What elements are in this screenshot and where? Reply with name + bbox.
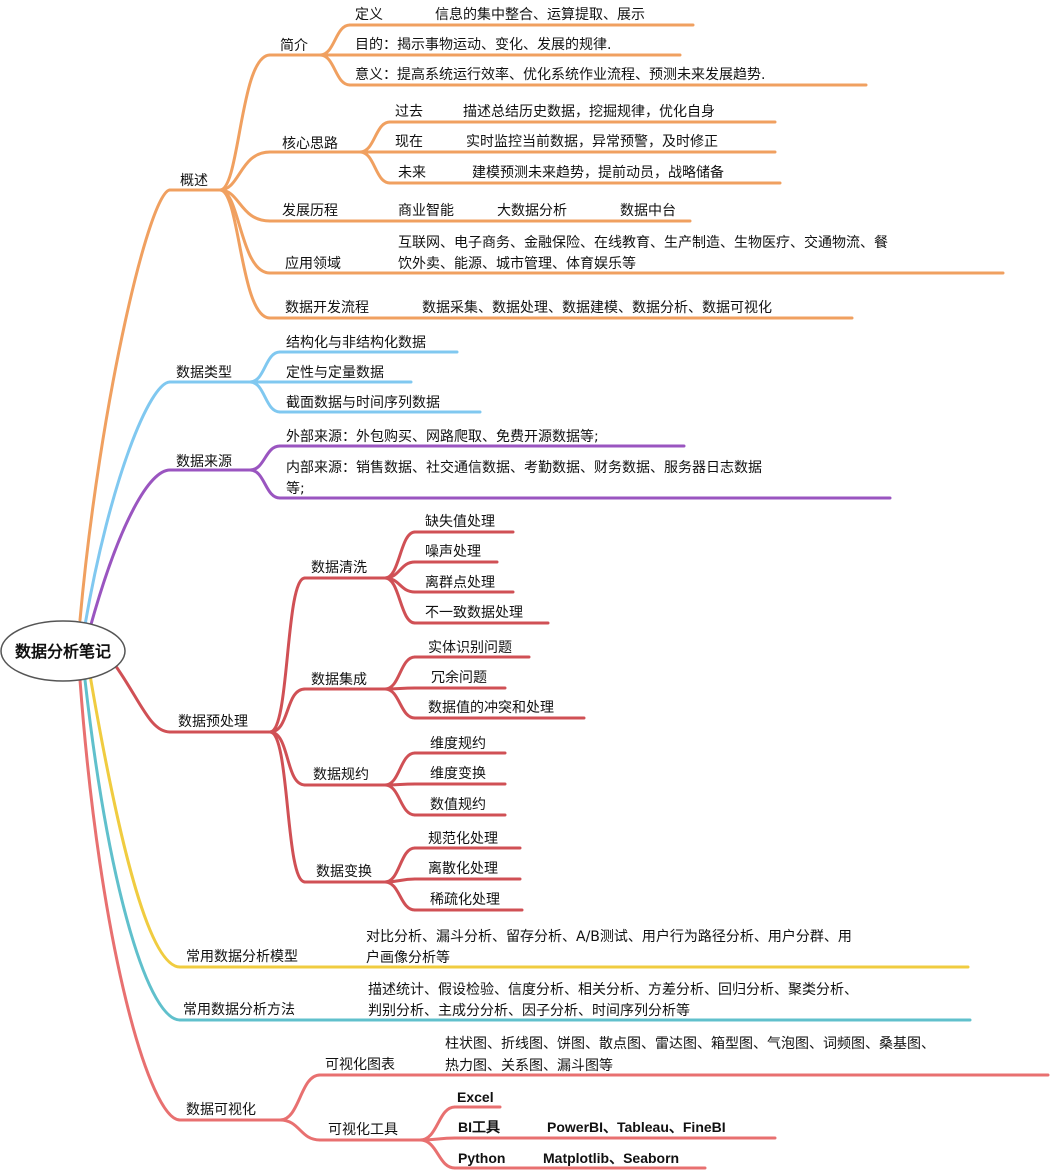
root-node bbox=[0, 620, 126, 682]
types-label: 数据类型 bbox=[176, 365, 232, 381]
types-item: 截面数据与时间序列数据 bbox=[286, 395, 440, 411]
sources-internal-line-2: 等; bbox=[286, 480, 305, 497]
sources-branch bbox=[168, 444, 892, 500]
viz-charts-line-1: 柱状图、折线图、饼图、散点图、雷达图、箱型图、气泡图、词频图、桑基图、 bbox=[445, 1035, 935, 1052]
history-item: 数据中台 bbox=[620, 203, 676, 219]
core-past-value: 描述总结历史数据，挖掘规律，优化自身 bbox=[463, 104, 715, 120]
integration-item: 数据值的冲突和处理 bbox=[428, 700, 554, 716]
core-now-key: 现在 bbox=[395, 134, 423, 150]
models-line-2: 户画像分析等 bbox=[366, 949, 450, 966]
preprocess-branch bbox=[168, 530, 586, 912]
history-item: 大数据分析 bbox=[497, 203, 567, 219]
cleaning-item: 离群点处理 bbox=[425, 574, 495, 591]
fields-line-2: 饮外卖、能源、城市管理、体育娱乐等 bbox=[398, 255, 636, 272]
integration-item: 冗余问题 bbox=[431, 669, 487, 686]
reduction-item: 维度规约 bbox=[430, 736, 486, 752]
overview-label: 概述 bbox=[180, 173, 208, 189]
reduction-item: 数值规约 bbox=[430, 797, 486, 813]
flow-value: 数据采集、数据处理、数据建模、数据分析、数据可视化 bbox=[422, 299, 772, 316]
intro-meaning: 意义：提高系统运行效率、优化系统作业流程、预测未来发展趋势. bbox=[355, 66, 765, 83]
history-label: 发展历程 bbox=[282, 203, 338, 219]
transform-item: 稀疏化处理 bbox=[430, 892, 500, 908]
reduction-label: 数据规约 bbox=[313, 767, 369, 783]
sources-internal-line-1: 内部来源：销售数据、社交通信数据、考勤数据、财务数据、服务器日志数据 bbox=[286, 459, 762, 476]
transform-item: 规范化处理 bbox=[428, 830, 498, 847]
tool-python-key: Python bbox=[458, 1150, 505, 1166]
methods-line-2: 判别分析、主成分分析、因子分析、时间序列分析等 bbox=[368, 1002, 690, 1019]
transform-label: 数据变换 bbox=[316, 863, 372, 880]
root-branches bbox=[78, 188, 182, 1122]
intro-def-key: 定义 bbox=[355, 7, 383, 23]
tool-bi-key: BI工具 bbox=[458, 1119, 500, 1135]
core-future-key: 未来 bbox=[398, 165, 426, 181]
sources-label: 数据来源 bbox=[176, 454, 232, 470]
tool-python-value: Matplotlib、Seaborn bbox=[543, 1150, 679, 1166]
fields-line-1: 互联网、电子商务、金融保险、在线教育、生产制造、生物医疗、交通物流、餐 bbox=[398, 234, 888, 251]
viz-charts-label: 可视化图表 bbox=[325, 1057, 395, 1073]
viz-tools-label: 可视化工具 bbox=[328, 1122, 398, 1138]
types-item: 结构化与非结构化数据 bbox=[286, 335, 426, 351]
types-item: 定性与定量数据 bbox=[286, 365, 384, 381]
fields-label: 应用领域 bbox=[285, 255, 341, 272]
preprocess-label: 数据预处理 bbox=[178, 714, 248, 730]
core-future-value: 建模预测未来趋势，提前动员，战略储备 bbox=[472, 164, 724, 181]
core-past-key: 过去 bbox=[395, 104, 423, 120]
intro-purpose: 目的：揭示事物运动、变化、发展的规律. bbox=[355, 37, 611, 53]
models-methods-branch bbox=[178, 965, 972, 1022]
core-now-value: 实时监控当前数据，异常预警，及时修正 bbox=[466, 133, 718, 150]
root-label: 数据分析笔记 bbox=[15, 642, 111, 661]
models-line-1: 对比分析、漏斗分析、留存分析、A/B测试、用户行为路径分析、用户分群、用 bbox=[366, 928, 852, 945]
integration-label: 数据集成 bbox=[311, 671, 367, 688]
methods-line-1: 描述统计、假设检验、信度分析、相关分析、方差分析、回归分析、聚类分析、 bbox=[368, 981, 858, 998]
viz-branch bbox=[178, 1073, 1050, 1170]
integration-item: 实体识别问题 bbox=[428, 640, 512, 656]
tool-excel: Excel bbox=[457, 1089, 494, 1105]
cleaning-item: 缺失值处理 bbox=[425, 514, 495, 530]
types-branch bbox=[168, 350, 482, 414]
viz-charts-line-2: 热力图、关系图、漏斗图等 bbox=[445, 1057, 613, 1074]
cleaning-item: 噪声处理 bbox=[425, 544, 481, 560]
core-label: 核心思路 bbox=[282, 136, 338, 152]
overview-branch bbox=[168, 23, 1005, 320]
cleaning-item: 不一致数据处理 bbox=[425, 605, 523, 621]
viz-label: 数据可视化 bbox=[186, 1102, 256, 1118]
intro-label: 简介 bbox=[280, 37, 308, 54]
methods-label: 常用数据分析方法 bbox=[183, 1002, 295, 1018]
flow-label: 数据开发流程 bbox=[285, 300, 369, 316]
tool-bi-value: PowerBI、Tableau、FineBI bbox=[547, 1119, 726, 1135]
cleaning-label: 数据清洗 bbox=[311, 560, 367, 576]
models-label: 常用数据分析模型 bbox=[186, 949, 298, 965]
intro-def-value: 信息的集中整合、运算提取、展示 bbox=[435, 6, 645, 23]
sources-external: 外部来源：外包购买、网路爬取、免费开源数据等; bbox=[286, 428, 599, 445]
history-item: 商业智能 bbox=[398, 203, 454, 219]
transform-item: 离散化处理 bbox=[428, 860, 498, 877]
reduction-item: 维度变换 bbox=[430, 765, 486, 782]
